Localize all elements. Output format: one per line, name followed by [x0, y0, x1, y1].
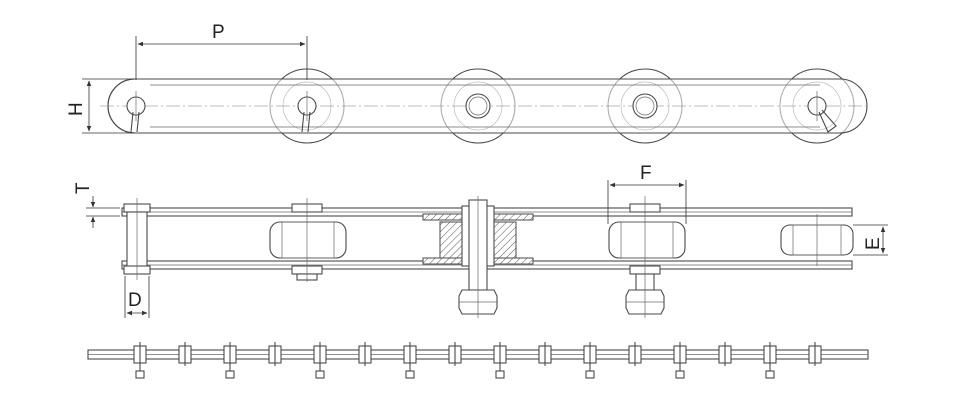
side-roller-5	[780, 214, 854, 266]
height-label: H	[66, 102, 87, 116]
pin-2	[297, 91, 317, 133]
strip-link	[628, 342, 642, 366]
flange-label: F	[640, 163, 652, 184]
strip-link	[763, 342, 777, 379]
strip-link	[178, 342, 192, 366]
chain-strip	[87, 342, 869, 379]
pin-1	[126, 91, 146, 133]
side-view: T D F E	[73, 163, 888, 318]
pin-3	[465, 93, 491, 119]
strip-link	[358, 342, 372, 366]
strip-link	[673, 342, 687, 379]
strip-link	[313, 342, 327, 379]
strip-link	[223, 342, 237, 379]
strip-link	[268, 342, 282, 366]
pin-diameter-label: D	[128, 290, 142, 311]
strip-link	[493, 342, 507, 379]
top-view: P H	[66, 22, 870, 144]
height-dimension: H	[66, 78, 134, 134]
strip-link	[538, 342, 552, 366]
flange-dimension: F	[607, 163, 687, 224]
thickness-label: T	[73, 182, 94, 194]
strip-link	[583, 342, 597, 379]
strip-link	[718, 342, 732, 366]
roller-width-dimension: E	[853, 224, 888, 256]
side-pin-1	[123, 198, 151, 280]
pin-4	[632, 93, 658, 119]
pitch-label: P	[212, 22, 225, 43]
side-roller-4	[608, 196, 686, 318]
side-roller-2	[269, 198, 347, 282]
strip-link	[808, 342, 822, 366]
strip-link	[448, 342, 462, 366]
side-roller-3-section	[422, 196, 534, 318]
thickness-dimension: T	[73, 182, 120, 228]
pitch-dimension: P	[135, 22, 308, 80]
roller-width-label: E	[863, 237, 884, 250]
strip-link	[403, 342, 417, 379]
pin-diameter-dimension: D	[124, 276, 150, 318]
pin-5	[807, 91, 837, 133]
strip-link	[133, 342, 147, 379]
